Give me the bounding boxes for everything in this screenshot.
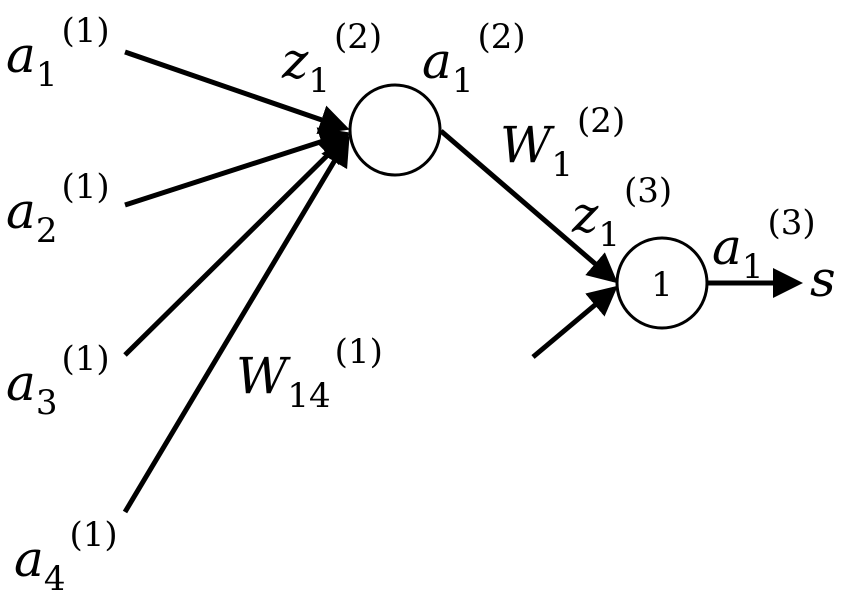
edge-a2-to-hidden bbox=[124, 127, 350, 208]
weight-hidden-output-label: W1(2) bbox=[500, 101, 625, 185]
output-node-label: 1 bbox=[651, 265, 673, 305]
input-label-a1: a1(1) bbox=[6, 11, 110, 95]
hidden-a-label: a1(2) bbox=[422, 17, 526, 101]
hidden-z-label: z1(2) bbox=[281, 17, 382, 101]
weight-input-label: W14(1) bbox=[236, 332, 383, 416]
edge-a1-to-hidden bbox=[124, 49, 350, 135]
edge-a3-to-hidden bbox=[123, 133, 350, 357]
hidden-node bbox=[348, 83, 442, 177]
edge-hidden-to-output bbox=[439, 129, 618, 284]
output-a-label: a1(3) bbox=[712, 203, 816, 287]
output-z-label: z1(3) bbox=[571, 171, 672, 255]
score-label: s bbox=[810, 250, 836, 308]
edge-a4-to-hidden bbox=[122, 135, 350, 514]
input-label-a3: a3(1) bbox=[6, 339, 110, 423]
output-node bbox=[615, 236, 709, 330]
edge-extra-to-output bbox=[531, 285, 618, 359]
input-label-a4: a4(1) bbox=[14, 515, 118, 599]
input-label-a2: a2(1) bbox=[6, 167, 110, 251]
